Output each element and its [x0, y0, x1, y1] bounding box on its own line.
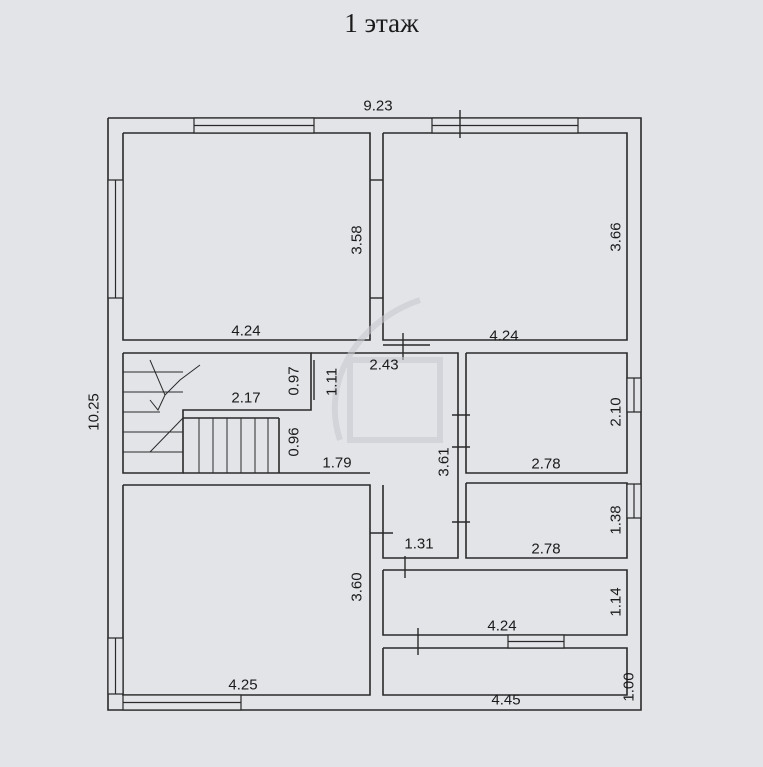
dim-room-bl-width: 4.25	[228, 676, 258, 694]
outer-wall	[108, 118, 641, 710]
dim-hall-height: 3.61	[435, 447, 453, 477]
dim-room-tl-width: 4.24	[231, 322, 261, 340]
dim-left-height: 10.25	[85, 393, 103, 431]
room-top-right	[383, 133, 627, 340]
dim-corridor-width: 1.31	[404, 535, 434, 553]
dim-room-tr-width: 4.24	[489, 327, 519, 345]
dim-stair-1-79: 1.79	[322, 454, 352, 472]
dim-room-r2-width: 2.78	[531, 540, 561, 558]
dim-stair-0-96: 0.96	[285, 427, 303, 457]
dim-room-br-width: 4.24	[487, 617, 517, 635]
dim-stair-width: 2.17	[231, 389, 261, 407]
dim-room-tr-height: 3.66	[607, 222, 625, 252]
dim-porch-height: 1.00	[620, 672, 638, 702]
page-title: 1 этаж	[344, 8, 419, 38]
dim-stair-1-11: 1.11	[323, 367, 341, 397]
dim-room-r1-width: 2.78	[531, 455, 561, 473]
dim-room-bl-height: 3.60	[348, 572, 366, 602]
room-bottom-right	[383, 570, 627, 635]
dim-room-r1-height: 2.10	[607, 397, 625, 427]
dim-room-r2-height: 1.38	[607, 505, 625, 535]
stair-block	[123, 353, 311, 473]
dim-room-br-height: 1.14	[607, 587, 625, 617]
room-bottom-left	[123, 485, 370, 695]
dim-stair-0-97: 0.97	[285, 366, 303, 396]
room-right-2	[466, 483, 627, 558]
porch	[383, 648, 627, 695]
inner-outer-wall	[123, 133, 370, 340]
room-right-1	[466, 353, 627, 473]
dim-hall-width: 2.43	[369, 356, 399, 374]
dim-porch-width: 4.45	[491, 691, 521, 709]
dim-room-tl-height: 3.58	[348, 225, 366, 255]
dim-top-width: 9.23	[363, 97, 393, 115]
